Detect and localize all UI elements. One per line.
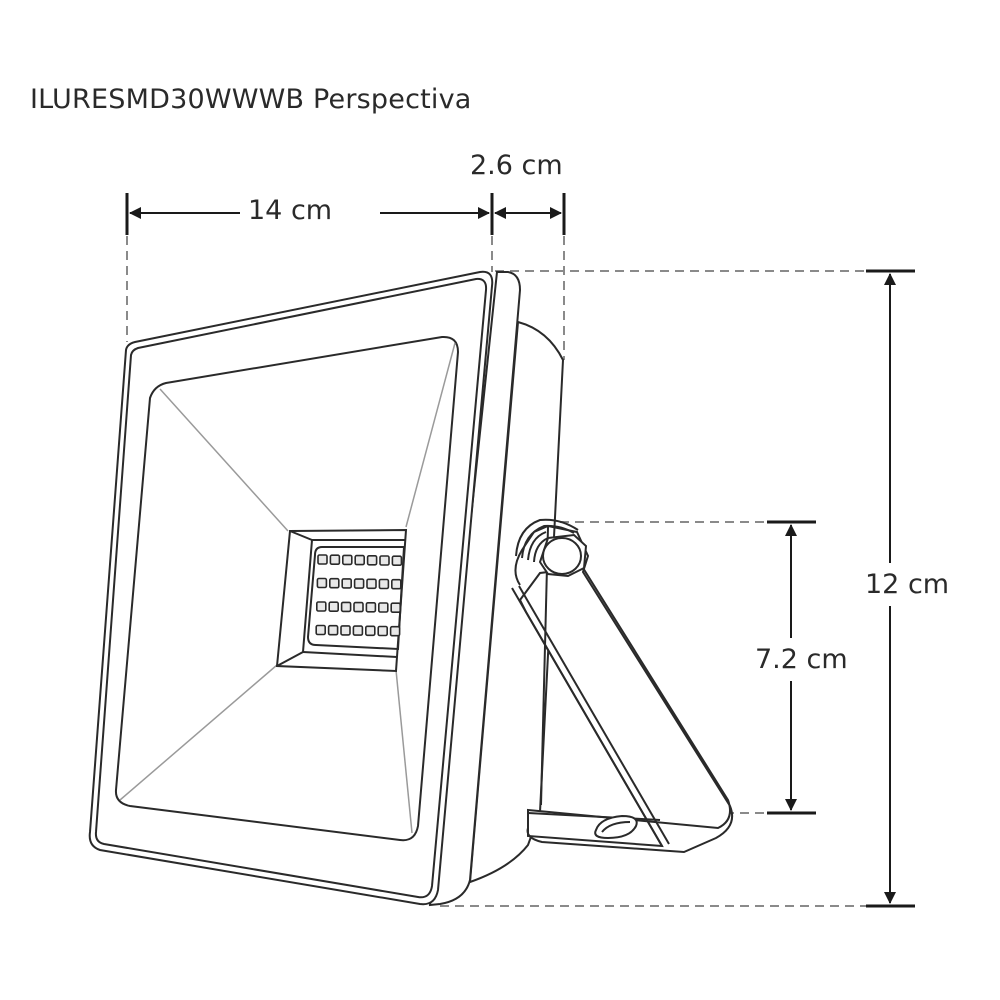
- led-chip: [366, 554, 378, 566]
- depth-dimension-label: 2.6 cm: [470, 150, 563, 181]
- led-chip: [317, 554, 328, 565]
- reflector: [114, 335, 460, 842]
- led-chip: [340, 625, 351, 636]
- extension-lines: [126, 236, 868, 907]
- led-chip-grid: [315, 554, 403, 637]
- bracket-dimension-label: 7.2 cm: [755, 638, 848, 681]
- led-chip: [353, 578, 365, 589]
- led-chip: [316, 577, 328, 589]
- led-chip: [378, 578, 390, 590]
- led-chip: [328, 577, 340, 589]
- led-chip: [391, 555, 403, 567]
- led-chip: [364, 625, 376, 637]
- led-chip: [390, 602, 402, 614]
- dimension-width: [125, 193, 494, 235]
- led-chip: [366, 578, 377, 590]
- bracket-slot-icon: [594, 814, 638, 840]
- led-chip: [354, 554, 366, 566]
- led-chip: [315, 624, 327, 636]
- led-chip: [341, 578, 353, 589]
- rear-housing: [428, 271, 565, 907]
- led-chip: [353, 601, 364, 613]
- led-chip: [379, 555, 390, 566]
- led-chip: [390, 578, 402, 590]
- led-chip: [327, 624, 339, 636]
- led-chip: [377, 602, 389, 613]
- led-chip: [365, 601, 377, 613]
- pivot-knob-icon: [515, 518, 588, 578]
- height-dimension-label: 12 cm: [865, 563, 950, 606]
- led-chip: [329, 554, 341, 566]
- led-chip: [377, 625, 389, 637]
- led-module: [275, 528, 408, 673]
- drawing-title: ILURESMD30WWWB Perspectiva: [30, 84, 472, 115]
- led-chip: [389, 625, 401, 637]
- led-chip: [340, 601, 352, 613]
- led-chip: [352, 625, 364, 636]
- led-chip: [315, 601, 327, 612]
- dimension-depth: [494, 193, 566, 235]
- led-chip: [341, 554, 353, 566]
- width-dimension-label: 14 cm: [242, 195, 339, 226]
- led-chip: [328, 601, 340, 613]
